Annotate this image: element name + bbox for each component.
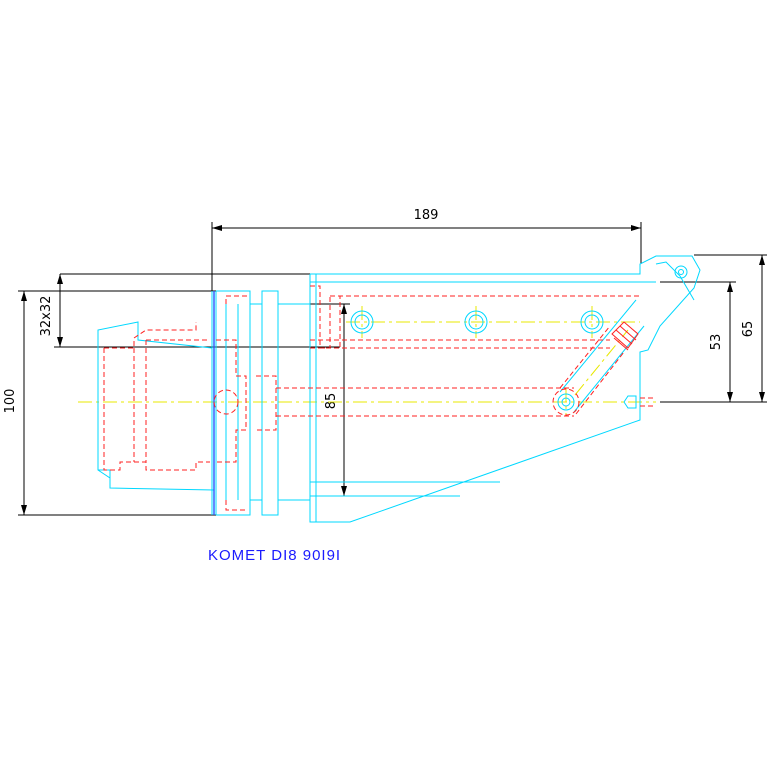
drawing-caption: KOMET DI8 90I9I (208, 547, 341, 564)
dimension-lines (18, 222, 767, 516)
dim-height-center: 85 (324, 393, 339, 410)
outline (97, 255, 701, 523)
dim-right-outer: 65 (741, 321, 756, 338)
hidden-lines (103, 285, 656, 511)
dim-shank-size: 32x32 (39, 296, 54, 337)
dim-height-total: 100 (3, 389, 18, 414)
dim-overall-length: 189 (414, 208, 439, 223)
dim-right-inner: 53 (709, 334, 724, 351)
